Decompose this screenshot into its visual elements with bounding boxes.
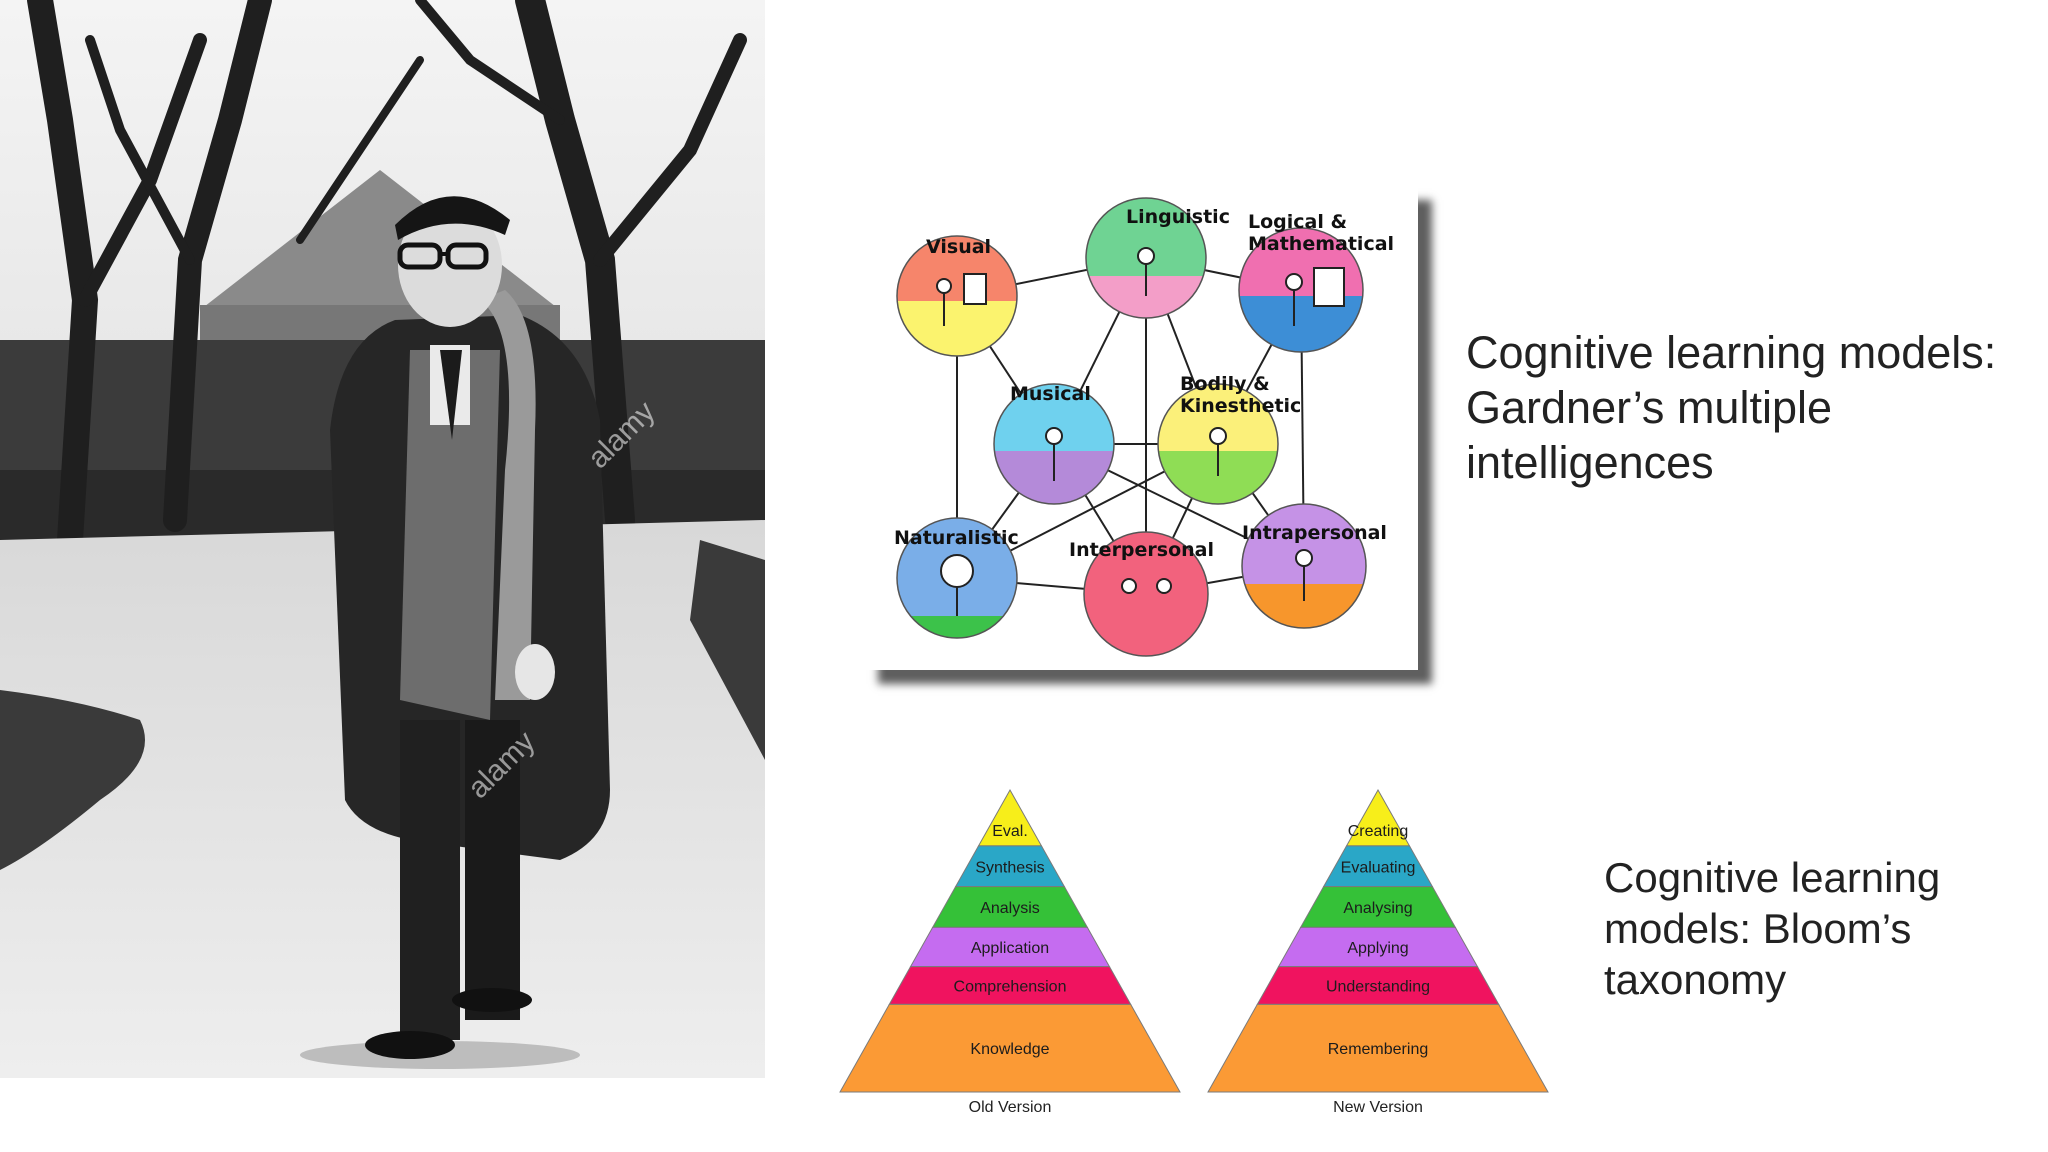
portrait-photo: alamy alamy bbox=[0, 0, 765, 1078]
label-intrapersonal: Intrapersonal bbox=[1242, 522, 1387, 544]
pyramid-level-label-1: Creating bbox=[1348, 823, 1408, 840]
pyramid-level-label-1: Eval. bbox=[992, 823, 1028, 840]
pyramid-caption: Old Version bbox=[969, 1099, 1052, 1116]
gardner-diagram: Linguistic Visual Logical & Mathematical… bbox=[864, 186, 1418, 670]
figure-icons bbox=[936, 247, 1345, 616]
photo-image: alamy alamy bbox=[0, 0, 765, 1078]
label-interpersonal: Interpersonal bbox=[1069, 539, 1214, 561]
pyramid-level-label-2: Synthesis bbox=[975, 859, 1044, 876]
pyramid-level-6 bbox=[839, 1003, 1181, 1093]
label-bodily: Bodily & Kinesthetic bbox=[1180, 373, 1301, 417]
pyramid-caption: New Version bbox=[1333, 1099, 1423, 1116]
label-logical-line2: Mathematical bbox=[1248, 233, 1394, 255]
pyramid-level-label-3: Analysing bbox=[1343, 900, 1412, 917]
pyramid-level-label-5: Understanding bbox=[1326, 979, 1430, 996]
person-figure bbox=[300, 196, 610, 1069]
pyramid-level-label-4: Applying bbox=[1347, 940, 1408, 957]
bloom-caption: Cognitive learning models: Bloom’s taxon… bbox=[1604, 854, 1941, 1004]
label-logical: Logical & Mathematical bbox=[1248, 211, 1394, 255]
pyramid-level-6 bbox=[1207, 1003, 1549, 1093]
label-naturalistic: Naturalistic bbox=[894, 527, 1019, 549]
label-musical: Musical bbox=[1010, 383, 1091, 405]
label-bodily-line2: Kinesthetic bbox=[1180, 395, 1301, 417]
pyramid-level-label-4: Application bbox=[971, 940, 1049, 957]
label-linguistic: Linguistic bbox=[1126, 206, 1230, 228]
pyramid-level-label-5: Comprehension bbox=[954, 979, 1067, 996]
pyramid-level-label-2: Evaluating bbox=[1341, 859, 1416, 876]
node-interpersonal bbox=[1083, 531, 1209, 657]
pyramid-level-label-6: Knowledge bbox=[970, 1041, 1049, 1058]
label-logical-line1: Logical & bbox=[1248, 211, 1347, 233]
pyramid-level-label-3: Analysis bbox=[980, 900, 1040, 917]
label-bodily-line1: Bodily & bbox=[1180, 373, 1270, 395]
label-visual: Visual bbox=[926, 236, 991, 258]
bloom-old-pyramid: Eval. SynthesisAnalysisApplicationCompreh… bbox=[839, 788, 1181, 1116]
gardner-caption: Cognitive learning models: Gardner’s mul… bbox=[1466, 327, 1997, 488]
pyramid-level-label-6: Remembering bbox=[1328, 1041, 1428, 1058]
bloom-new-pyramid: CreatingEvaluatingAnalysingApplyingUnder… bbox=[1207, 788, 1549, 1116]
